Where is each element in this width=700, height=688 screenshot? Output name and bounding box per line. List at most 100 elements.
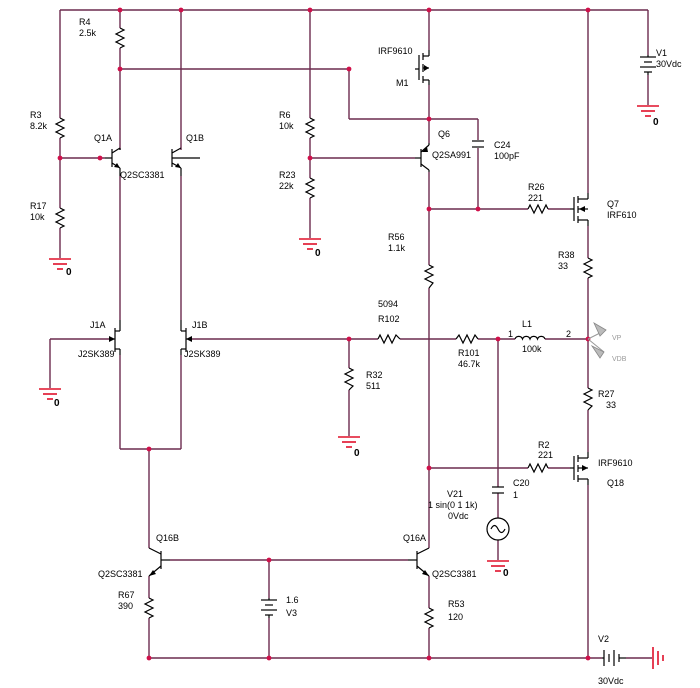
svg-text:R32: R32 bbox=[366, 370, 383, 380]
svg-text:1.1k: 1.1k bbox=[388, 243, 406, 253]
svg-text:VP: VP bbox=[612, 335, 622, 342]
svg-text:Q1A: Q1A bbox=[94, 133, 112, 143]
svg-text:M1: M1 bbox=[396, 78, 409, 88]
svg-text:120: 120 bbox=[448, 612, 463, 622]
svg-text:33: 33 bbox=[558, 261, 568, 271]
svg-text:1.6: 1.6 bbox=[286, 595, 299, 605]
capacitor-c24[interactable]: C24 100pF bbox=[472, 140, 520, 161]
transistor-q1a[interactable]: Q1A Q2SC3381 bbox=[94, 133, 165, 180]
svg-text:Q6: Q6 bbox=[438, 129, 450, 139]
transistor-q1b[interactable]: Q1B bbox=[171, 133, 204, 176]
jfet-j1b[interactable]: J1B J2SK389 bbox=[180, 320, 221, 359]
mosfet-q7[interactable]: Q7 IRF610 bbox=[570, 193, 637, 226]
svg-text:V1: V1 bbox=[656, 48, 667, 58]
svg-text:Q2SC3381: Q2SC3381 bbox=[120, 170, 165, 180]
resistor-r4[interactable]: R4 2.5k bbox=[79, 17, 126, 49]
transistor-q6[interactable]: Q6 Q2SA991 bbox=[415, 129, 471, 172]
svg-text:C24: C24 bbox=[494, 140, 511, 150]
svg-text:5094: 5094 bbox=[378, 299, 398, 309]
svg-text:C20: C20 bbox=[513, 478, 530, 488]
resistor-r67[interactable]: R67 390 bbox=[118, 590, 155, 619]
resistor-r102[interactable]: 5094 R102 bbox=[377, 299, 401, 345]
svg-text:IRF9610: IRF9610 bbox=[378, 46, 413, 56]
svg-text:R53: R53 bbox=[448, 599, 465, 609]
svg-text:0: 0 bbox=[354, 448, 360, 459]
mosfet-m1[interactable]: IRF9610 M1 bbox=[378, 46, 430, 88]
svg-text:221: 221 bbox=[528, 193, 543, 203]
svg-text:0: 0 bbox=[503, 568, 509, 579]
svg-text:Q2SC3381: Q2SC3381 bbox=[98, 569, 143, 579]
probe-vdb[interactable]: VDB bbox=[587, 338, 627, 363]
ground-v1: 0 bbox=[637, 105, 659, 128]
svg-text:100k: 100k bbox=[522, 344, 542, 354]
svg-text:0Vdc: 0Vdc bbox=[448, 511, 469, 521]
ground-v2 bbox=[652, 647, 664, 669]
svg-text:Q7: Q7 bbox=[607, 199, 619, 209]
resistor-r3[interactable]: R3 8.2k bbox=[30, 110, 66, 139]
mosfet-q18[interactable]: IRF9610 Q18 bbox=[570, 452, 633, 488]
svg-text:V2: V2 bbox=[598, 634, 609, 644]
source-v3[interactable]: 1.6 V3 bbox=[261, 595, 299, 618]
svg-text:0: 0 bbox=[315, 248, 321, 259]
svg-text:0: 0 bbox=[653, 117, 659, 128]
svg-text:2.5k: 2.5k bbox=[79, 28, 97, 38]
resistor-r38[interactable]: R38 33 bbox=[558, 250, 594, 279]
svg-text:L1: L1 bbox=[522, 319, 532, 329]
resistor-r6[interactable]: R6 10k bbox=[279, 110, 316, 139]
svg-text:33: 33 bbox=[606, 400, 616, 410]
source-v21[interactable]: V21 1 sin(0 1 1k) 0Vdc bbox=[428, 489, 510, 541]
svg-text:0: 0 bbox=[54, 398, 60, 409]
transistor-q16a[interactable]: Q16A Q2SC3381 bbox=[403, 533, 477, 579]
svg-text:0: 0 bbox=[66, 267, 72, 278]
resistor-r101[interactable]: R101 46.7k bbox=[455, 333, 481, 369]
resistor-r26[interactable]: R26 221 bbox=[527, 182, 549, 215]
svg-text:Q16B: Q16B bbox=[156, 533, 179, 543]
svg-text:R6: R6 bbox=[279, 110, 291, 120]
svg-text:100pF: 100pF bbox=[494, 151, 520, 161]
resistor-r32[interactable]: R32 511 bbox=[343, 367, 383, 391]
svg-text:V3: V3 bbox=[286, 608, 297, 618]
svg-text:46.7k: 46.7k bbox=[458, 359, 481, 369]
svg-text:V21: V21 bbox=[447, 489, 463, 499]
svg-text:J1A: J1A bbox=[90, 320, 106, 330]
svg-text:R27: R27 bbox=[598, 389, 615, 399]
svg-text:30Vdc: 30Vdc bbox=[656, 59, 682, 69]
svg-text:J2SK389: J2SK389 bbox=[184, 349, 221, 359]
svg-text:22k: 22k bbox=[279, 181, 294, 191]
source-v2[interactable]: V2 30Vdc bbox=[598, 634, 626, 686]
svg-text:8.2k: 8.2k bbox=[30, 121, 48, 131]
svg-text:Q2SA991: Q2SA991 bbox=[432, 150, 471, 160]
wires bbox=[49, 9, 652, 659]
svg-text:IRF9610: IRF9610 bbox=[598, 458, 633, 468]
svg-text:R3: R3 bbox=[30, 110, 42, 120]
svg-text:J1B: J1B bbox=[192, 320, 208, 330]
svg-text:VDB: VDB bbox=[612, 356, 627, 363]
svg-text:J2SK389: J2SK389 bbox=[78, 349, 115, 359]
svg-text:30Vdc: 30Vdc bbox=[598, 676, 624, 686]
svg-text:R17: R17 bbox=[30, 201, 47, 211]
resistor-r53[interactable]: R53 120 bbox=[423, 599, 465, 629]
svg-text:R38: R38 bbox=[558, 250, 575, 260]
svg-text:1: 1 bbox=[508, 329, 513, 339]
resistor-r17[interactable]: R17 10k bbox=[30, 201, 66, 229]
junction-dots bbox=[57, 7, 591, 661]
jfet-j1a[interactable]: J1A J2SK389 bbox=[78, 320, 121, 359]
source-v1[interactable]: V1 30Vdc bbox=[640, 48, 682, 75]
resistor-r56[interactable]: R56 1.1k bbox=[388, 232, 435, 289]
svg-text:10k: 10k bbox=[279, 121, 294, 131]
svg-text:390: 390 bbox=[118, 601, 133, 611]
svg-text:2: 2 bbox=[566, 329, 571, 339]
resistor-r23[interactable]: R23 22k bbox=[279, 170, 316, 199]
inductor-l1[interactable]: L1 100k 1 2 bbox=[508, 319, 571, 354]
probe-vp[interactable]: VP bbox=[587, 322, 622, 342]
resistor-r2[interactable]: R2 221 bbox=[527, 440, 553, 474]
resistor-r27[interactable]: R27 33 bbox=[582, 387, 616, 411]
capacitor-c20[interactable]: C20 1 bbox=[492, 478, 530, 500]
svg-text:R102: R102 bbox=[378, 314, 400, 324]
ground-r23: 0 bbox=[299, 238, 321, 259]
transistor-q16b[interactable]: Q16B Q2SC3381 bbox=[98, 533, 179, 579]
ground-v21: 0 bbox=[487, 560, 509, 579]
svg-text:R4: R4 bbox=[79, 17, 91, 27]
svg-text:Q2SC3381: Q2SC3381 bbox=[432, 569, 477, 579]
